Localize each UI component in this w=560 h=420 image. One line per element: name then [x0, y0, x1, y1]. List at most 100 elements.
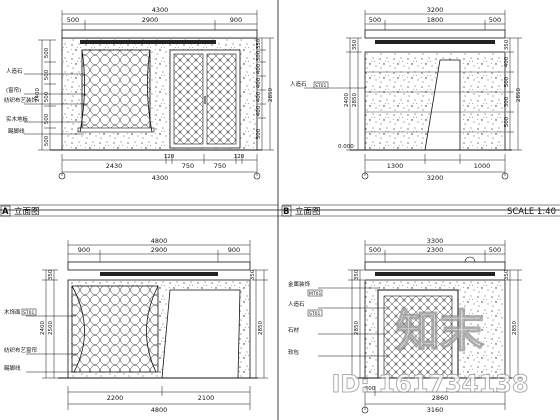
- elevation-c-dim-bottom-1: 2200: [107, 394, 124, 402]
- elevation-c-dim-left-1: 350: [48, 269, 54, 280]
- elevation-a-dim-left-5: 500: [44, 135, 50, 146]
- elevation-b-dim-bottom-2: 1000: [474, 162, 491, 170]
- elevation-a-dim-bottom-1: 2430: [106, 162, 123, 170]
- elevation-a-axis-bubble-left: [58, 172, 66, 180]
- elevation-c-leaders: [26, 315, 78, 373]
- elevation-b-dim-right-5: 500: [504, 116, 510, 127]
- elevation-b-dim-right-1: 350: [504, 39, 510, 50]
- elevation-c-dim-top-1: 900: [78, 246, 90, 254]
- elevation-a-dim-right-6: 400: [256, 105, 262, 116]
- elevation-a-dim-left-total: 2400: [35, 88, 41, 102]
- elevation-a-dim-bottom-3: 750: [182, 162, 194, 170]
- elevation-b-dim-left-1: 350: [352, 39, 358, 50]
- sheet-scale: SCALE 1:40: [507, 207, 556, 217]
- elevation-c-dim-bottom-2: 2100: [198, 394, 215, 402]
- elevation-b-left-dimensions: [346, 37, 362, 151]
- elevation-b: 3200 500 1800 500 350 2850 2400 人造石 ST01: [281, 6, 556, 217]
- watermark-logo: 知末: [396, 306, 484, 357]
- elevation-d-dim-top-1: 500: [369, 246, 381, 254]
- elevation-c-dim-left-total: 2400: [40, 321, 46, 335]
- elevation-b-title-box: [281, 205, 292, 217]
- elevation-a-cabinet-door-right: [206, 53, 237, 145]
- elevation-c-curtain-box: [100, 272, 218, 276]
- elevation-a-title-box: [0, 205, 11, 217]
- elevation-a-dim-top-2: 2900: [142, 16, 159, 24]
- elevation-c-window: [71, 285, 159, 373]
- elevation-a-bottom-dimensions: [61, 154, 258, 176]
- elevation-d-leaders: [318, 287, 388, 357]
- elevation-d-label-2: 人造石: [288, 300, 305, 308]
- elevation-b-bottom-dimensions: [364, 154, 506, 176]
- elevation-b-dim-top-2: 1800: [427, 16, 444, 24]
- elevation-c-label-3: 踢脚线: [4, 364, 21, 372]
- elevation-c-tag-box: [21, 308, 37, 316]
- elevation-b-dim-bottom-total: 3200: [427, 174, 444, 182]
- elevation-b-top-dimensions: [364, 10, 506, 30]
- elevation-d-dim-bottom-2: 2860: [432, 394, 449, 402]
- elevation-d-axis-bubble: [361, 406, 369, 414]
- elevation-c-dim-left-2: 2500: [48, 321, 54, 335]
- elevation-a-curtain-left: [79, 49, 85, 133]
- elevation-d-dim-top-total: 3300: [427, 237, 444, 245]
- elevation-b-panel-joints: [365, 71, 505, 133]
- watermark-id: ID: 161734138: [331, 370, 528, 398]
- elevation-a-label-4: 实木地板: [6, 115, 29, 123]
- elevation-d-dim-bottom-1: 400: [365, 386, 376, 392]
- elevation-a-window-sill: [77, 127, 155, 133]
- elevation-b-title: 立面图: [295, 206, 321, 217]
- elevation-d-top-dimensions: [364, 240, 506, 262]
- elevation-b-right-dimensions: [506, 37, 522, 151]
- elevation-c-dim-top-total: 4800: [151, 237, 168, 245]
- elevation-a-left-dimensions: [38, 39, 56, 151]
- elevation-b-dim-top-1: 500: [369, 16, 381, 24]
- elevation-d-dim-bottom-total: 3160: [427, 406, 444, 414]
- elevation-b-title-letter: B: [283, 207, 289, 217]
- elevation-c-dim-bottom-total: 4800: [151, 406, 168, 414]
- elevation-a-dim-right-5: 400: [256, 91, 262, 102]
- elevation-a-cabinet-door-left: [173, 53, 204, 145]
- elevation-a-cornice: [61, 29, 258, 39]
- elevation-a-dim-top-1: 500: [67, 16, 79, 24]
- watermark: 知末 ID: 161734138: [331, 305, 529, 398]
- elevation-d-label-3: 石材: [288, 326, 300, 334]
- elevation-b-dim-top-total: 3200: [427, 6, 444, 14]
- elevation-d-tag-1: MT01: [309, 291, 321, 297]
- elevation-b-cornice: [364, 29, 506, 39]
- elevation-c-dim-right-1: 350: [250, 269, 256, 280]
- elevation-a-dim-right-2: 300: [256, 50, 262, 61]
- elevation-d-dim-left-1: 350: [354, 269, 360, 280]
- elevation-d: 3300 500 2300 500 350 2850 金属装饰 MT01 人造石: [288, 237, 522, 414]
- elevation-a-leaders: [24, 73, 88, 135]
- elevation-a-dim-left-4: 500: [44, 113, 50, 124]
- elevation-a: 4300 500 2900 900 500: [0, 6, 274, 217]
- elevation-b-axis-bubble-right: [501, 172, 509, 180]
- elevation-b-dim-right-total: 2850: [516, 88, 522, 102]
- elevation-b-dim-left-total: 2400: [344, 93, 350, 107]
- elevation-d-dim-left-2: 2850: [354, 321, 360, 335]
- elevation-c-cornice: [67, 261, 251, 271]
- elevation-c: 4800 900 2900 900 350 2500 2400 木饰面 ST01: [4, 237, 268, 414]
- elevation-a-right-dimensions: [258, 37, 274, 151]
- elevation-a-dim-top-3: 900: [230, 16, 242, 24]
- elevation-a-dim-right-3: 400: [256, 63, 262, 74]
- elevation-c-label-1: 木饰面: [4, 308, 21, 316]
- elevation-b-curtain-box: [375, 40, 495, 44]
- elevation-b-dim-left-2: 2850: [352, 93, 358, 107]
- elevation-c-right-dimensions: [252, 269, 268, 379]
- elevation-a-dim-bottom-5: 120: [234, 154, 245, 160]
- elevation-a-label-2: (窗帘): [6, 86, 21, 94]
- elevation-b-dim-right-2: 400: [504, 56, 510, 67]
- elevation-a-dim-bottom-2: 120: [164, 154, 175, 160]
- elevation-a-label-5: 踢脚线: [8, 127, 25, 135]
- elevation-c-left-dimensions: [42, 269, 58, 379]
- elevation-b-tag: ST01: [315, 83, 326, 89]
- elevation-c-curtain-right: [146, 285, 159, 373]
- elevation-d-curtain-box: [375, 272, 495, 276]
- elevation-a-dim-left-2: 500: [44, 69, 50, 80]
- elevation-d-label-4: 软包: [288, 348, 300, 356]
- elevation-a-dim-right-total: 2850: [268, 88, 274, 102]
- elevation-c-dim-top-2: 2900: [151, 246, 168, 254]
- elevation-c-top-dimensions: [67, 240, 251, 262]
- elevation-d-cornice: [364, 261, 506, 271]
